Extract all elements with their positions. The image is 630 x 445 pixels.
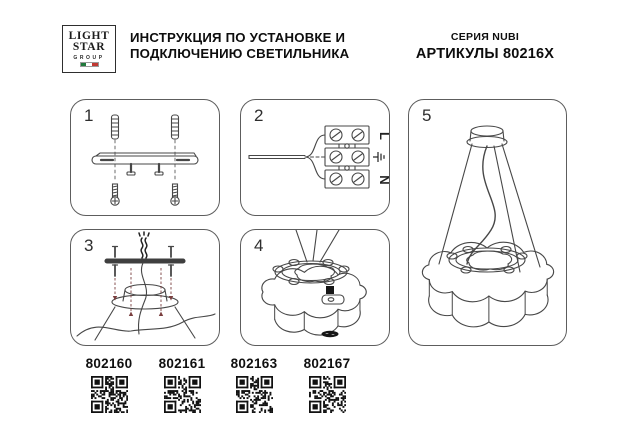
terminal-block-icon: [324, 125, 370, 189]
wall-anchor-icon: [170, 114, 180, 140]
series-block: СЕРИЯ NUBI АРТИКУЛЫ 80216X: [404, 31, 566, 62]
frame-ring-icon: [446, 245, 528, 274]
cord-icon: [137, 262, 147, 335]
neutral-terminal-label: N: [377, 175, 389, 184]
suspension-cables-icon: [438, 143, 541, 273]
series-label: СЕРИЯ NUBI: [450, 31, 520, 43]
screw-icon: [170, 183, 180, 206]
frame-ring-icon: [272, 258, 350, 286]
stud-icon: [154, 162, 164, 176]
article-item: 802163: [214, 356, 294, 418]
fixing-tab-icon: [321, 294, 345, 305]
decorative-cap-icon: [321, 330, 339, 338]
flag-green-stripe: [80, 63, 87, 66]
qr-code-icon: [90, 376, 128, 413]
qr-code-icon: [163, 376, 201, 413]
cloud-shade-icon: [421, 241, 555, 328]
step4-illustration-shade-attachment: [261, 230, 367, 338]
connector-block-icon: [326, 286, 334, 294]
logo-text-light: LIGHT: [68, 30, 110, 42]
article-item: 802160: [69, 356, 149, 418]
live-terminal-label: L: [377, 132, 389, 140]
step-panel-1: 1: [70, 99, 220, 216]
lightstar-logo: LIGHT STAR GROUP: [62, 25, 116, 73]
qr-code-icon: [308, 376, 346, 413]
article-item: 802161: [142, 356, 222, 418]
step-number-2: 2: [254, 106, 264, 125]
ground-icon: [373, 152, 385, 162]
page-title-line2: ПОДКЛЮЧЕНИЮ СВЕТИЛЬНИКА: [130, 46, 350, 61]
flag-white-stripe: [86, 63, 92, 66]
logo-text-star: STAR: [72, 41, 106, 53]
step-panel-5: 5: [408, 99, 567, 346]
mounting-bar-icon: [91, 152, 199, 165]
step5-illustration-assembled-lamp: [421, 125, 555, 328]
alignment-arrows-icon: [112, 268, 174, 316]
step1-illustration-mounting-bracket: [91, 114, 199, 206]
step-panel-4: 4: [240, 229, 390, 346]
screw-icon: [111, 245, 175, 277]
article-item: 802167: [287, 356, 367, 418]
article-code: 802161: [158, 356, 206, 371]
shade-top-wave: [76, 313, 216, 337]
step-number-3: 3: [84, 236, 94, 255]
step2-illustration-terminal-block: L N: [248, 125, 389, 189]
page-title: ИНСТРУКЦИЯ ПО УСТАНОВКЕ И ПОДКЛЮЧЕНИЮ СВ…: [130, 30, 349, 62]
wire-bundle-icon: [138, 231, 150, 259]
articles-label: АРТИКУЛЫ 80216X: [415, 46, 555, 62]
logo-text-group: GROUP: [73, 54, 105, 61]
canopy-icon: [94, 283, 196, 341]
logo-flag-icon: [79, 62, 99, 67]
article-code: 802160: [85, 356, 133, 371]
step3-illustration-canopy-mounting: [76, 231, 216, 341]
step-number-1: 1: [84, 106, 94, 125]
screw-icon: [110, 183, 120, 206]
power-cable-icon: [248, 134, 326, 180]
suspension-cables-icon: [295, 230, 340, 263]
stud-icon: [126, 162, 136, 176]
flag-red-stripe: [91, 63, 98, 66]
canopy-icon: [466, 125, 508, 149]
wall-anchor-icon: [110, 114, 120, 140]
page-title-line1: ИНСТРУКЦИЯ ПО УСТАНОВКЕ И: [130, 30, 346, 45]
article-code: 802163: [230, 356, 278, 371]
step-number-4: 4: [254, 236, 264, 255]
step-number-5: 5: [422, 106, 432, 125]
qr-code-icon: [235, 376, 273, 413]
step-panel-3: 3: [70, 229, 220, 346]
cord-icon: [466, 145, 496, 265]
step-panel-2: 2: [240, 99, 390, 216]
article-code: 802167: [303, 356, 351, 371]
mounting-bar-icon: [104, 258, 186, 264]
